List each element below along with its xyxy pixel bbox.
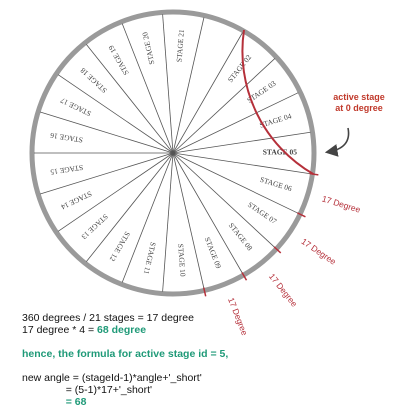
wheel-spoke xyxy=(40,152,174,195)
arc-degree-label: 17 Degree xyxy=(267,271,300,308)
callout-line-1: active stage xyxy=(333,92,385,102)
wheel-spoke xyxy=(172,131,311,154)
wheel-spoke xyxy=(172,32,243,154)
stage-label: STAGE 10 xyxy=(176,243,187,277)
wheel-spoke xyxy=(172,152,311,175)
notes-line-6: = 68 xyxy=(22,396,87,408)
arc-tick xyxy=(202,287,207,297)
wheel-spoke xyxy=(172,152,299,214)
notes-line-1: 360 degrees / 21 stages = 17 degree xyxy=(22,312,194,324)
notes-line-4: new angle = (stageId-1)*angle+'_short' xyxy=(22,372,202,384)
wheel-spokes xyxy=(34,14,311,292)
wheel-spoke xyxy=(162,152,174,292)
formula-notes: 360 degrees / 21 stages = 17 degree 17 d… xyxy=(22,312,392,408)
arc-degree-label: 17 Degree xyxy=(321,193,362,214)
active-stage-callout: active stage at 0 degree xyxy=(318,92,400,114)
active-arc xyxy=(241,29,314,176)
arc-tick xyxy=(309,172,319,176)
callout-line-2: at 0 degree xyxy=(335,103,383,113)
notes-line-5: = (5-1)*17+'_short' xyxy=(22,384,153,396)
stage-label: STAGE 05 xyxy=(263,148,297,157)
arc-tick xyxy=(297,212,306,218)
wheel-spoke xyxy=(172,152,276,248)
wheel-spoke xyxy=(172,58,276,154)
notes-line-2-prefix: 17 degree * 4 = xyxy=(22,324,98,336)
wheel-spoke xyxy=(86,44,174,154)
notes-line-2-value: 68 degree xyxy=(97,324,147,336)
wheel-spoke xyxy=(57,152,174,232)
wheel-spoke xyxy=(162,14,174,154)
arc-tick xyxy=(273,246,282,254)
stage-label: STAGE 21 xyxy=(175,29,186,63)
wheel-spoke xyxy=(172,152,243,274)
callout-arrow xyxy=(324,127,350,157)
wheel-spoke xyxy=(121,152,174,283)
arc-tick xyxy=(241,272,248,281)
wheel-spoke xyxy=(172,17,205,154)
wheel-spoke xyxy=(121,23,174,154)
arc-degree-label: 17 Degree xyxy=(299,236,338,267)
notes-line-2: 17 degree * 4 = 68 degree xyxy=(22,324,392,336)
notes-line-3: hence, the formula for active stage id =… xyxy=(22,348,229,360)
wheel-spoke xyxy=(57,74,174,154)
wheel-spoke xyxy=(40,111,174,154)
wheel-spoke xyxy=(172,92,299,154)
wheel-spoke xyxy=(172,152,205,289)
wheel-spoke xyxy=(86,152,174,262)
